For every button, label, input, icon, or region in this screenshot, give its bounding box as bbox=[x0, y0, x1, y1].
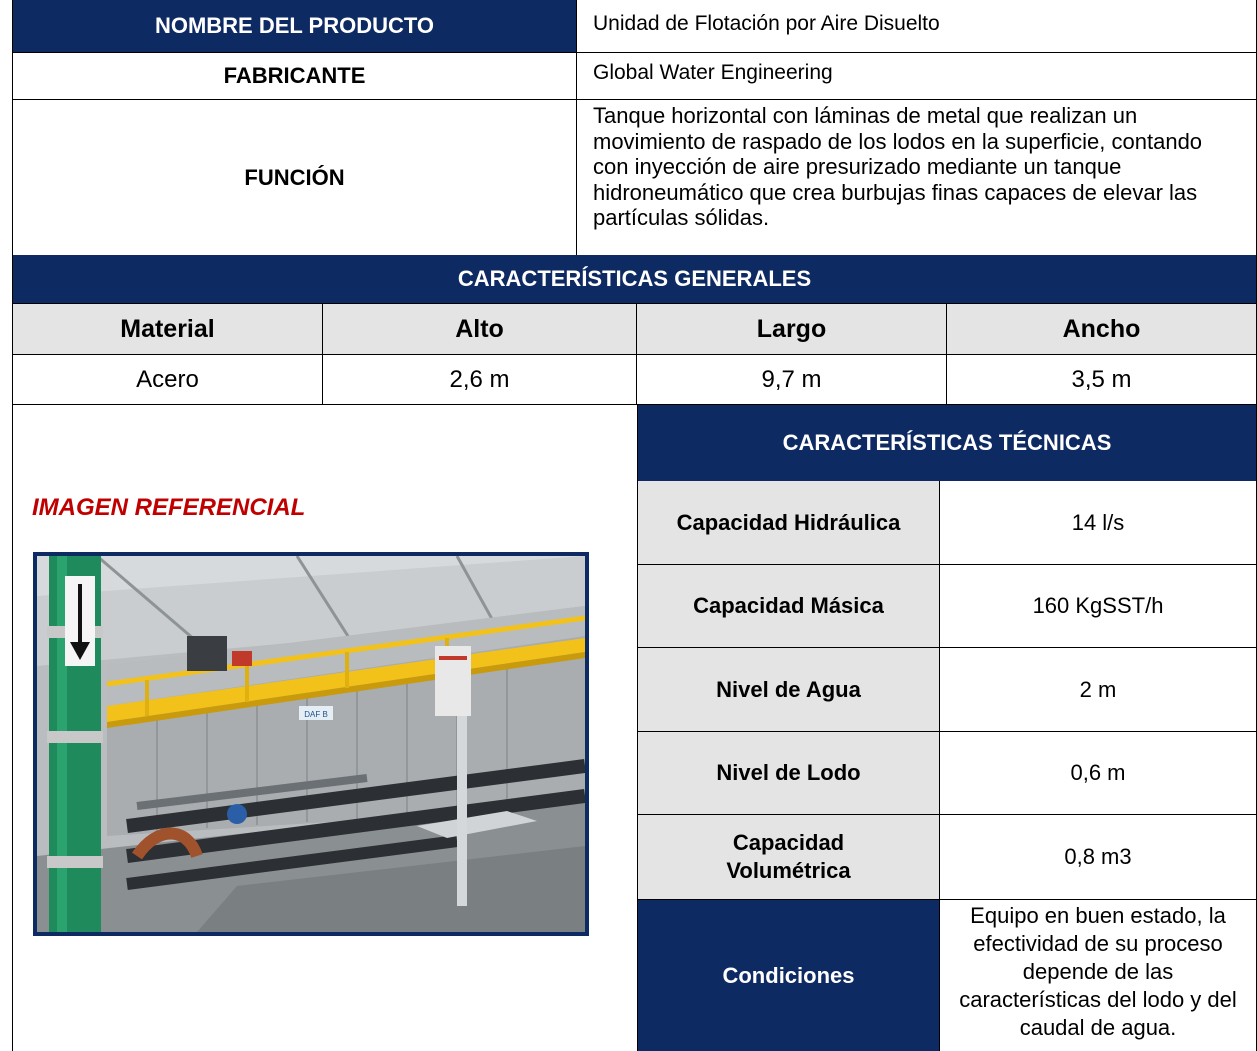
tech-label-condiciones: Condiciones bbox=[637, 900, 940, 1051]
tech-label-condiciones-text: Condiciones bbox=[722, 962, 855, 988]
general-header-ancho-text: Ancho bbox=[1062, 314, 1141, 343]
general-value-alto-text: 2,6 m bbox=[449, 365, 510, 393]
maker-label: FABRICANTE bbox=[12, 52, 577, 99]
tech-value-masica-text: 160 KgSST/h bbox=[1032, 593, 1164, 618]
dissolved-air-flotation-unit-photo: DAF B bbox=[37, 556, 585, 932]
tech-label-masica-text: Capacidad Másica bbox=[693, 593, 884, 618]
general-header-largo-text: Largo bbox=[756, 314, 827, 343]
tech-label-nivel-agua: Nivel de Agua bbox=[637, 648, 940, 732]
daf-sign-text: DAF B bbox=[304, 710, 328, 719]
general-header-alto: Alto bbox=[323, 303, 637, 355]
general-header-material-text: Material bbox=[120, 314, 215, 343]
general-title-text: CARACTERÍSTICAS GENERALES bbox=[457, 266, 812, 291]
technical-title: CARACTERÍSTICAS TÉCNICAS bbox=[637, 405, 1257, 481]
technical-title-text: CARACTERÍSTICAS TÉCNICAS bbox=[782, 430, 1112, 455]
tech-label-nivel-lodo: Nivel de Lodo bbox=[637, 732, 940, 815]
maker-value: Global Water Engineering bbox=[577, 52, 1257, 99]
general-title: CARACTERÍSTICAS GENERALES bbox=[12, 255, 1257, 303]
product-name-value: Unidad de Flotación por Aire Disuelto bbox=[577, 0, 1257, 52]
product-name-label-text: NOMBRE DEL PRODUCTO bbox=[154, 13, 435, 38]
tech-value-hidraulica: 14 l/s bbox=[940, 481, 1257, 565]
product-name-value-text: Unidad de Flotación por Aire Disuelto bbox=[593, 12, 940, 35]
tech-label-nivel-lodo-text: Nivel de Lodo bbox=[716, 760, 861, 785]
general-value-material: Acero bbox=[12, 355, 323, 405]
image-label-text: IMAGEN REFERENCIAL bbox=[32, 494, 306, 521]
tech-value-condiciones-text: Equipo en buen estado, la efectividad de… bbox=[959, 903, 1237, 1040]
general-value-largo: 9,7 m bbox=[637, 355, 947, 405]
general-value-alto: 2,6 m bbox=[323, 355, 637, 405]
tech-label-nivel-agua-text: Nivel de Agua bbox=[716, 676, 861, 702]
maker-label-text: FABRICANTE bbox=[223, 63, 366, 88]
general-header-ancho: Ancho bbox=[947, 303, 1257, 355]
tech-value-masica: 160 KgSST/h bbox=[940, 565, 1257, 648]
maker-value-text: Global Water Engineering bbox=[593, 61, 833, 84]
product-name-label: NOMBRE DEL PRODUCTO bbox=[12, 0, 577, 52]
general-header-alto-text: Alto bbox=[455, 314, 504, 343]
general-header-largo: Largo bbox=[637, 303, 947, 355]
general-value-ancho: 3,5 m bbox=[947, 355, 1257, 405]
general-header-material: Material bbox=[12, 303, 323, 355]
function-label: FUNCIÓN bbox=[12, 99, 577, 255]
tech-label-hidraulica: Capacidad Hidráulica bbox=[637, 481, 940, 565]
tech-value-nivel-agua-text: 2 m bbox=[1079, 676, 1117, 702]
tech-value-nivel-agua: 2 m bbox=[940, 648, 1257, 732]
tech-label-masica: Capacidad Másica bbox=[637, 565, 940, 648]
tech-label-volumetrica-text: Capacidad Volumétrica bbox=[726, 830, 851, 883]
tech-value-nivel-lodo: 0,6 m bbox=[940, 732, 1257, 815]
function-label-text: FUNCIÓN bbox=[244, 164, 345, 190]
function-value: Tanque horizontal con láminas de metal q… bbox=[577, 99, 1257, 255]
reference-photo: DAF B bbox=[33, 552, 589, 936]
general-value-largo-text: 9,7 m bbox=[761, 365, 822, 393]
tech-value-nivel-lodo-text: 0,6 m bbox=[1070, 760, 1126, 785]
function-value-text: Tanque horizontal con láminas de metal q… bbox=[593, 103, 1203, 230]
tech-value-condiciones: Equipo en buen estado, la efectividad de… bbox=[940, 900, 1257, 1051]
image-label: IMAGEN REFERENCIAL bbox=[32, 494, 305, 522]
tech-value-volumetrica: 0,8 m3 bbox=[940, 815, 1257, 900]
general-value-material-text: Acero bbox=[136, 365, 199, 393]
tech-label-hidraulica-text: Capacidad Hidráulica bbox=[676, 509, 901, 535]
tech-label-volumetrica: Capacidad Volumétrica bbox=[637, 815, 940, 900]
tech-value-hidraulica-text: 14 l/s bbox=[1071, 509, 1125, 535]
general-value-ancho-text: 3,5 m bbox=[1071, 365, 1132, 393]
image-section bbox=[12, 405, 637, 1051]
tech-value-volumetrica-text: 0,8 m3 bbox=[1064, 844, 1132, 869]
